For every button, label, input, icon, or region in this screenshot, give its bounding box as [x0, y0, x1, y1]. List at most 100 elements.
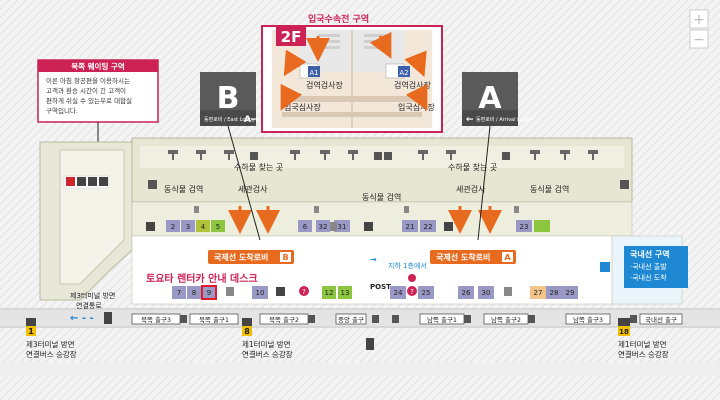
restroom-icon — [600, 262, 610, 272]
zoom-out-button[interactable]: − — [689, 29, 709, 49]
svg-text:18: 18 — [619, 328, 629, 336]
wing-b-sublabel: 동편로비 / East Lobby — [204, 116, 255, 123]
svg-text:7: 7 — [177, 289, 181, 297]
svg-text:←: ← — [466, 115, 474, 125]
svg-text:연결버스 승강장: 연결버스 승강장 — [242, 349, 293, 359]
info-icon — [502, 152, 510, 160]
door-icon — [372, 315, 379, 323]
upper-row-icons — [146, 222, 453, 231]
arrival-lobby-a: 국제선 도착로비 A — [430, 250, 516, 264]
svg-text:5: 5 — [216, 223, 220, 231]
waiting-zone-box: 북쪽 웨이팅 구역 이른 아침 항공편을 이용하시는 고객과 환승 시간이 긴 … — [37, 59, 159, 162]
exit-center: 중앙 출구 — [338, 315, 364, 324]
baggage-claim-left-label: 수하물 찾는 곳 — [234, 162, 283, 172]
waiting-zone-title: 북쪽 웨이팅 구역 — [71, 61, 125, 71]
road — [0, 362, 720, 376]
svg-text:고객과 환승 시간이 긴 고객이: 고객과 환승 시간이 긴 고객이 — [46, 86, 126, 95]
exit-south-3: 남쪽 출구3 — [573, 315, 603, 324]
hall-facility-icons — [148, 152, 629, 189]
svg-text:25: 25 — [422, 289, 431, 297]
quarantine-right-label: 동식물 검역 — [530, 184, 569, 194]
wheelchair-icon — [364, 222, 373, 231]
bus-stop-8: 8 제1터미널 방면 연결버스 승강장 — [242, 318, 293, 359]
svg-text:32: 32 — [319, 223, 328, 231]
exit-doors: 북쪽 출구3 북쪽 출구2 북쪽 출구1 중앙 출구 남쪽 출구1 남쪽 출구2… — [131, 313, 683, 325]
svg-text:1: 1 — [28, 327, 34, 336]
escalator-icon — [330, 222, 337, 231]
door-icon — [630, 315, 637, 323]
svg-text:?: ? — [302, 288, 306, 296]
escalator-icon — [226, 287, 234, 296]
upper-gate-a2: A2 — [398, 66, 410, 77]
domestic-zone-box: 국내선 구역 ·국내선 출발 ·국내선 도착 — [624, 246, 688, 288]
svg-text:29: 29 — [566, 289, 575, 297]
upper-gate-a1: A1 — [308, 66, 320, 77]
connection-line1: 제3터미널 방면 — [70, 291, 115, 300]
svg-text:A→: A→ — [244, 115, 259, 125]
bus-icon — [26, 318, 36, 326]
svg-text:·국내선 출발: ·국내선 출발 — [630, 262, 667, 271]
baby-care-icon — [88, 177, 97, 186]
svg-text:A1: A1 — [309, 69, 318, 77]
svg-text:13: 13 — [341, 289, 350, 297]
svg-text:이른 아침 항공편을 이용하시는: 이른 아침 항공편을 이용하시는 — [46, 76, 130, 85]
quarantine-center-label: 동식물 검역 — [362, 192, 401, 202]
bus-stop-1: 1 제3터미널 방면 연결버스 승강장 — [26, 318, 77, 359]
baby-care-icon — [146, 222, 155, 231]
restroom-icon — [276, 287, 285, 296]
wheelchair-icon — [77, 177, 86, 186]
svg-text:21: 21 — [406, 223, 415, 231]
svg-text:3: 3 — [186, 223, 190, 231]
svg-text:제1터미널 방면: 제1터미널 방면 — [242, 339, 291, 349]
zoom-in-button[interactable]: + — [689, 9, 709, 29]
connection-arrow-icon: ← - - — [70, 313, 94, 324]
post-office-label: POST — [370, 283, 391, 291]
from-basement-label: 지하 1층에서 — [388, 261, 427, 270]
svg-text:구역입니다.: 구역입니다. — [46, 106, 78, 115]
exit-north-1: 북쪽 출구1 — [199, 315, 229, 324]
customs-right-label: 세관검사 — [456, 184, 486, 194]
exit-domestic: 국내선 출구 — [645, 315, 677, 324]
svg-text:제1터미널 방면: 제1터미널 방면 — [618, 339, 667, 349]
svg-text:26: 26 — [462, 289, 471, 297]
svg-text:27: 27 — [534, 289, 543, 297]
door-icon — [308, 315, 315, 323]
svg-text:?: ? — [410, 288, 414, 296]
svg-text:국제선 도착로비: 국제선 도착로비 — [214, 252, 268, 262]
restroom-icon — [250, 152, 258, 160]
svg-text:10: 10 — [256, 289, 265, 297]
svg-text:8: 8 — [192, 289, 196, 297]
door-icon — [464, 315, 471, 323]
svg-text:+: + — [693, 12, 705, 28]
domestic-zone-title: 국내선 구역 — [630, 249, 670, 259]
upper-flow-arrows — [280, 31, 428, 111]
floor-badge: 입국수속전 구역 2F — [276, 13, 369, 46]
svg-text:4: 4 — [201, 223, 206, 231]
customs-flow-arrows — [228, 206, 502, 234]
svg-text:28: 28 — [550, 289, 559, 297]
walking-person-icon — [104, 312, 112, 324]
checkpoint-icons — [194, 206, 519, 213]
door-side-icons — [180, 315, 637, 323]
connection-line2: 연결통로 — [76, 301, 102, 310]
svg-text:30: 30 — [482, 289, 491, 297]
bus-stop-18: 18 제1터미널 방면 연결버스 승강장 — [618, 318, 669, 359]
walking-person-icon — [366, 338, 374, 350]
floor-label: 2F — [281, 28, 302, 46]
svg-text:연결버스 승강장: 연결버스 승강장 — [26, 349, 77, 359]
floor-badge-caption: 입국수속전 구역 — [308, 13, 369, 25]
door-icon — [392, 315, 399, 323]
svg-text:9: 9 — [207, 289, 211, 297]
wing-b-letter: B — [217, 81, 240, 116]
svg-text:편하게 쉬실 수 있는우로 대합실: 편하게 쉬실 수 있는우로 대합실 — [46, 96, 132, 105]
lower-row-icons: ? ? — [226, 274, 512, 296]
svg-text:−: − — [693, 32, 705, 48]
escalator-icon — [504, 287, 512, 296]
restroom-icon — [620, 180, 629, 189]
upper-label-immigration-left: 입국심사장 — [284, 102, 321, 112]
svg-text:6: 6 — [303, 223, 308, 231]
restroom-icon — [148, 180, 157, 189]
quarantine-left-label: 동식물 검역 — [164, 184, 203, 194]
